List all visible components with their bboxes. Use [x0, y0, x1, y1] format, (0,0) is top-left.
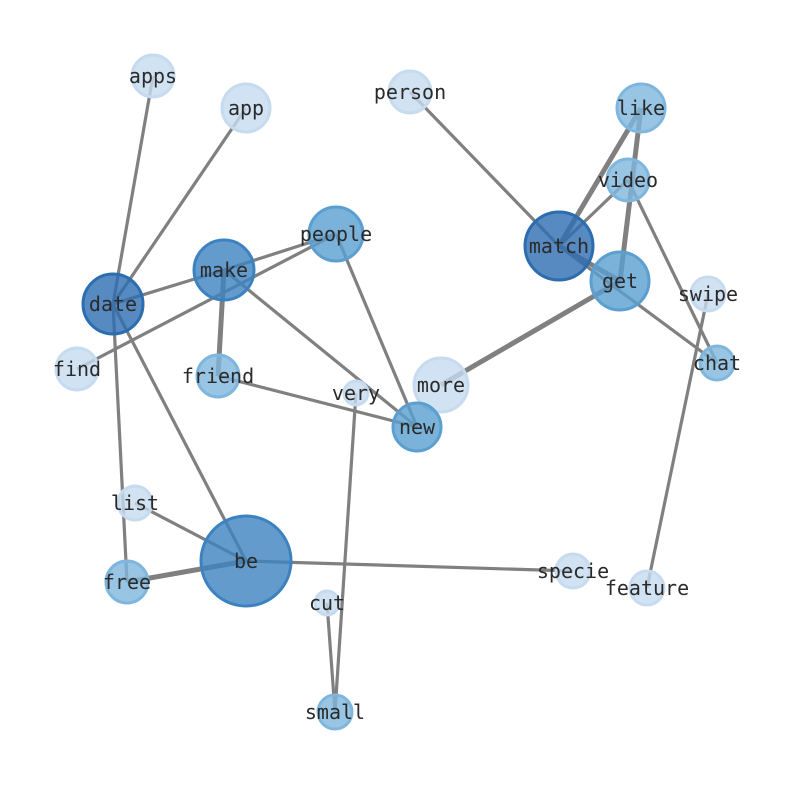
node-circle [316, 693, 354, 731]
edge-get-more [439, 278, 622, 388]
node-circle [589, 250, 651, 312]
node-label: more [417, 373, 465, 397]
node-make: make [192, 238, 256, 302]
node-circle [605, 157, 651, 203]
node-circle [412, 356, 470, 414]
node-circle [387, 69, 433, 115]
node-label: list [111, 491, 159, 515]
node-label: chat [693, 351, 741, 375]
node-label: video [598, 168, 658, 192]
edge-apps-date [111, 75, 155, 305]
edge-very-small [333, 392, 358, 713]
node-label: cut [309, 591, 345, 615]
node-circle [130, 53, 176, 99]
node-list: list [111, 484, 159, 522]
node-circle [313, 589, 341, 617]
node-label: swipe [678, 282, 738, 306]
edge-make-new [222, 268, 419, 429]
node-more: more [412, 356, 470, 414]
node-circle [523, 210, 595, 282]
node-label: make [200, 258, 248, 282]
node-app: app [220, 82, 272, 134]
node-small: small [305, 693, 365, 731]
node-circle [192, 238, 256, 302]
node-circle [81, 272, 145, 336]
node-label: get [602, 269, 638, 293]
node-person: person [374, 69, 446, 115]
nodes-layer: apps app person like video people match make dat… [53, 53, 741, 731]
node-cut: cut [309, 589, 345, 617]
node-apps: apps [129, 53, 177, 99]
node-friend: friend [182, 353, 254, 399]
node-get: get [589, 250, 651, 312]
edge-swipe-feature [645, 293, 710, 589]
node-label: friend [182, 364, 254, 388]
node-label: be [234, 549, 258, 573]
node-circle [307, 205, 365, 263]
edge-be-specie [245, 559, 574, 573]
node-label: person [374, 80, 446, 104]
node-swipe: swipe [678, 275, 738, 313]
node-label: free [103, 570, 151, 594]
node-like: like [615, 82, 667, 134]
node-circle [689, 275, 727, 313]
node-label: app [228, 96, 264, 120]
node-circle [54, 346, 100, 392]
node-circle [220, 82, 272, 134]
node-be: be [199, 514, 293, 608]
node-circle [698, 344, 736, 382]
node-very: very [332, 379, 380, 407]
node-label: apps [129, 64, 177, 88]
node-circle [199, 514, 293, 608]
node-match: match [523, 210, 595, 282]
edge-people-new [334, 233, 419, 428]
node-label: date [89, 292, 137, 316]
edge-date-free [111, 303, 129, 583]
node-circle [104, 559, 150, 605]
node-chat: chat [693, 344, 741, 382]
node-free: free [103, 559, 151, 605]
node-label: find [53, 357, 101, 381]
node-specie: specie [537, 552, 609, 590]
edge-video-chat [626, 179, 719, 364]
edge-people-find [76, 232, 337, 371]
node-label: people [300, 222, 372, 246]
node-label: small [305, 700, 365, 724]
node-circle [628, 569, 666, 607]
node-circle [195, 353, 241, 399]
node-circle [615, 82, 667, 134]
node-label: feature [605, 576, 689, 600]
node-people: people [300, 205, 372, 263]
edge-app-date [111, 107, 248, 305]
node-date: date [81, 272, 145, 336]
edge-date-be [111, 303, 248, 562]
node-circle [342, 379, 370, 407]
node-new: new [391, 401, 443, 453]
edge-person-match [408, 90, 561, 248]
node-circle [554, 552, 592, 590]
node-label: new [399, 415, 436, 439]
node-circle [116, 484, 154, 522]
node-feature: feature [605, 569, 689, 607]
edge-friend-new [217, 374, 418, 429]
node-video: video [598, 157, 658, 203]
node-label: match [529, 234, 589, 258]
node-label: like [617, 96, 665, 120]
node-circle [391, 401, 443, 453]
node-label: specie [537, 559, 609, 583]
node-find: find [53, 346, 101, 392]
node-label: very [332, 381, 380, 405]
